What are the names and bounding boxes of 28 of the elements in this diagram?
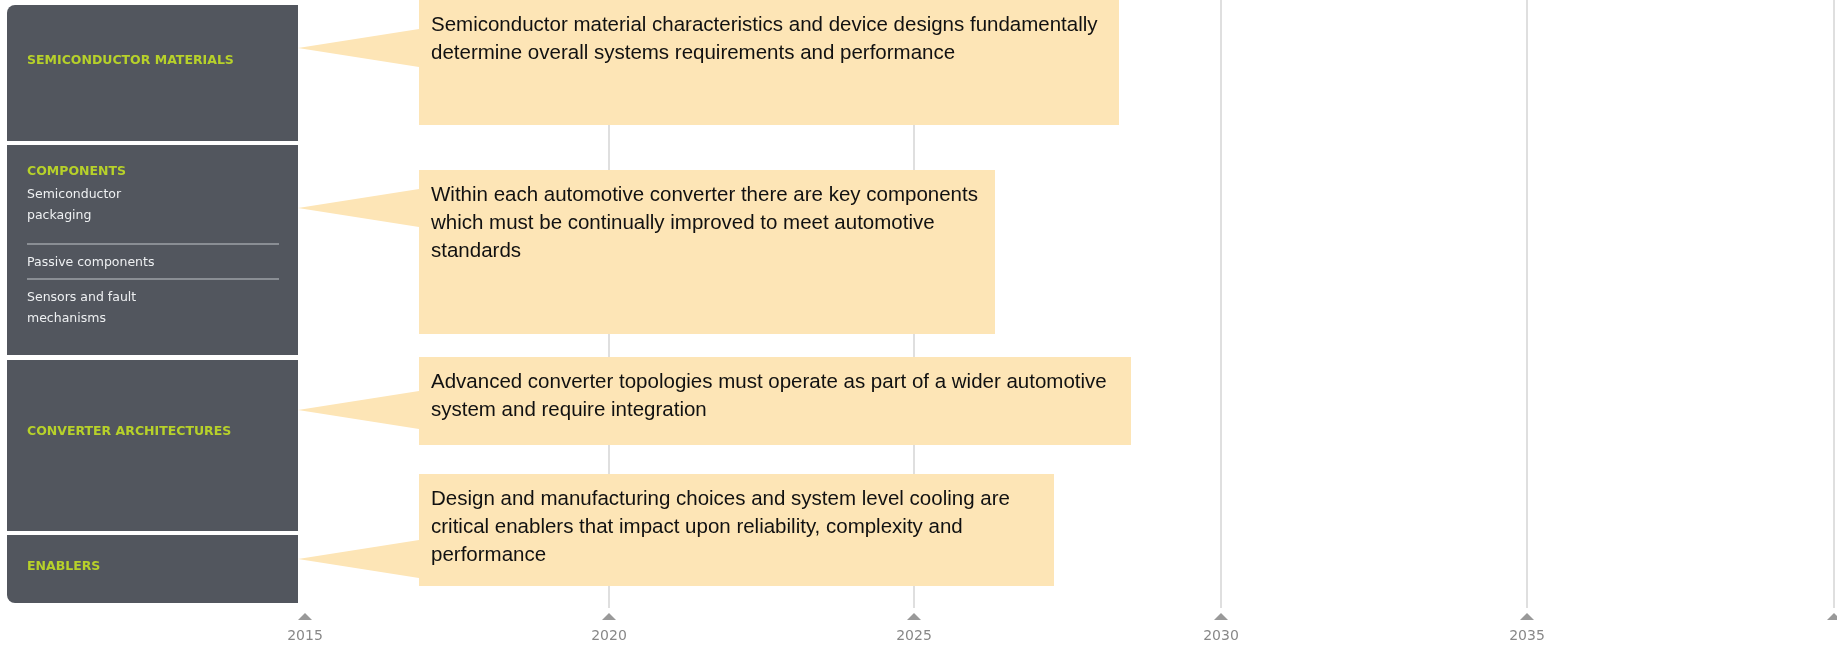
category-panel — [7, 535, 298, 603]
callout-pointer — [298, 29, 419, 67]
category-panel — [7, 360, 298, 531]
callout-text: Advanced converter topologies must operate as part of a wider automotive system and require integration — [431, 368, 1108, 422]
callout-box — [419, 170, 995, 334]
category-panel — [7, 5, 298, 141]
year-label: 2030 — [1202, 627, 1240, 643]
section-heading: COMPONENTS — [27, 162, 128, 180]
year-label: 2015 — [286, 627, 324, 643]
year-label: 2020 — [590, 627, 628, 643]
callout-text: Design and manufacturing choices and system level cooling are critical enablers that impact upon reliability, complexity and performance — [431, 485, 1011, 567]
subtopic-text: Semiconductor packaging — [27, 185, 123, 224]
year-label: 2025 — [895, 627, 933, 643]
callout-box — [419, 474, 1054, 586]
callout-pointer — [298, 189, 419, 227]
callout-pointer — [298, 391, 419, 429]
callout-text: Semiconductor material characteristics and device designs fundamentally determine overall systems requirements and performance — [431, 11, 1099, 65]
callout-text: Within each automotive converter there are key components which must be continually improved to meet automotive standards — [431, 181, 979, 263]
section-heading: CONVERTER ARCHITECTURES — [27, 422, 233, 440]
section-heading: SEMICONDUCTOR MATERIALS — [27, 51, 235, 69]
callout-box — [419, 357, 1131, 445]
callout-pointer — [298, 540, 419, 578]
subtopic-text: Sensors and fault mechanisms — [27, 288, 138, 327]
category-panel — [7, 145, 298, 355]
year-label: 2035 — [1508, 627, 1546, 643]
callout-box — [419, 0, 1119, 125]
subtopic-text: Passive components — [27, 253, 156, 271]
section-heading: ENABLERS — [27, 557, 102, 575]
